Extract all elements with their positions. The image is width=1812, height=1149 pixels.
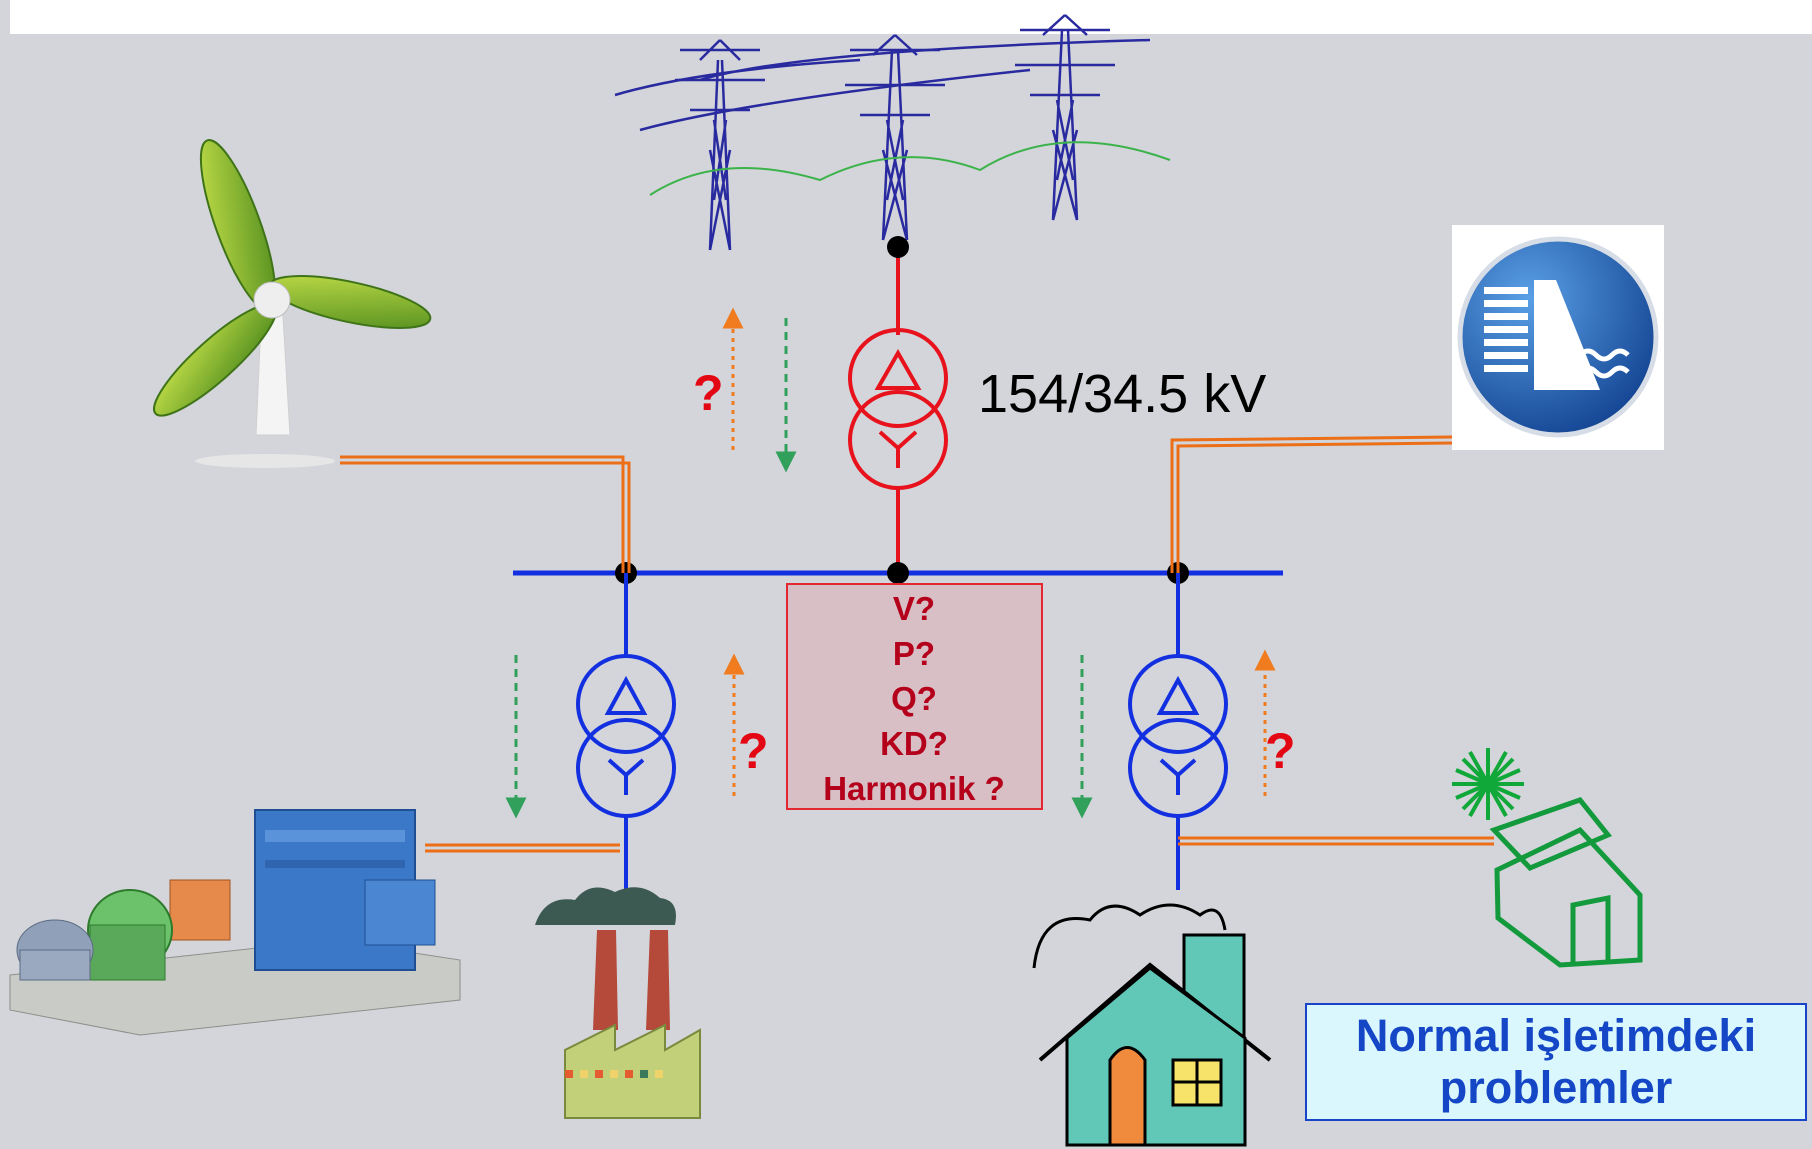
wind-turbine-icon [153, 139, 432, 468]
hv-transformer-primary [848, 328, 948, 428]
wye-symbol [878, 430, 918, 468]
hydro-dam-icon [1452, 225, 1664, 450]
right-transformer [1128, 573, 1228, 890]
note-line-2: problemler [1439, 1062, 1673, 1113]
industrial-motor-icon [9, 809, 461, 1036]
hv-connection [848, 236, 948, 573]
motor-feeder [425, 843, 620, 853]
note-line-1: Normal işletimdeki [1355, 1010, 1757, 1061]
wind-feeder [340, 455, 631, 573]
measure-kd: KD? [880, 725, 948, 762]
hydro-feeder [1170, 435, 1453, 573]
solar-house-icon [1452, 748, 1643, 968]
transformer-rating-label: 154/34.5 kV [978, 364, 1266, 424]
question-mark-right: ? [1265, 723, 1296, 779]
question-mark-hv: ? [693, 365, 724, 421]
measure-reactive-power: Q? [891, 680, 937, 717]
note-box: Normal işletimdeki problemler [1305, 1003, 1807, 1121]
title-strip [10, 0, 1812, 34]
left-transformer [576, 573, 676, 890]
bus-node-center [887, 562, 909, 584]
measure-voltage: V? [893, 590, 935, 627]
solar-feeder [1178, 836, 1494, 846]
green-conductors [649, 141, 1171, 196]
transmission-tower-icon [614, 14, 1151, 251]
house-icon [1032, 903, 1272, 1147]
delta-symbol [874, 348, 922, 390]
measure-active-power: P? [893, 635, 935, 672]
question-mark-left: ? [738, 723, 769, 779]
measurement-box [786, 583, 1043, 810]
hv-transformer-secondary [848, 390, 948, 490]
factory-icon [535, 887, 701, 1119]
measure-harmonic: Harmonik ? [823, 770, 1005, 807]
